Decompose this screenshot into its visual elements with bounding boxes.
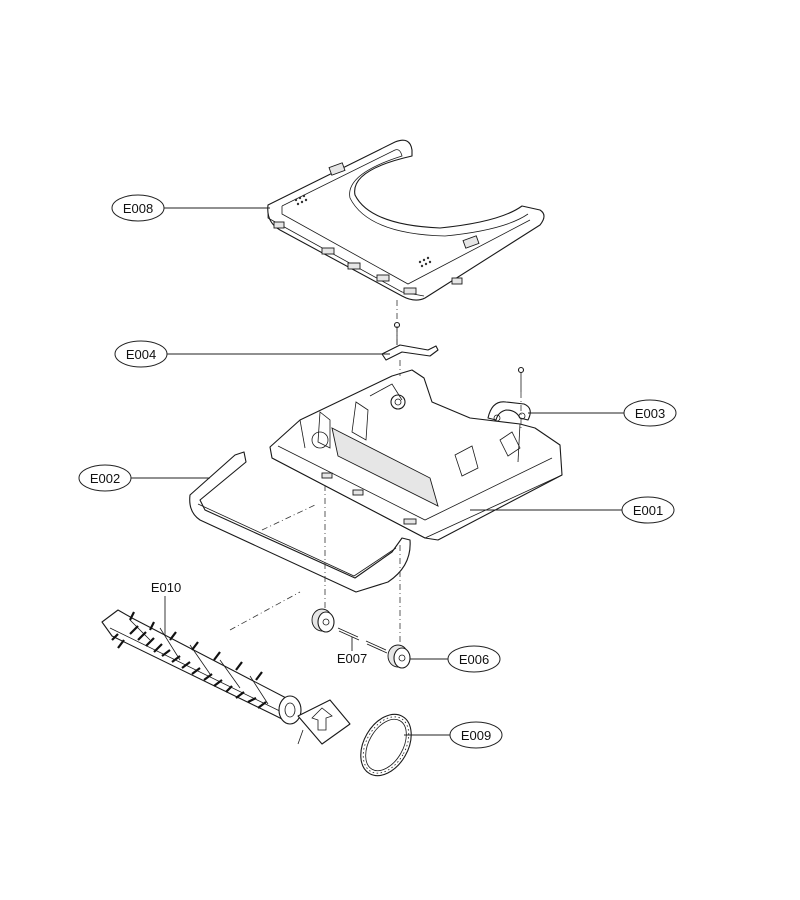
part-e010-brush-roll bbox=[101, 609, 351, 745]
callout-e006: E006 bbox=[410, 645, 501, 673]
callout-e009: E009 bbox=[404, 721, 503, 749]
part-e001-base-housing bbox=[269, 369, 563, 541]
part-e008-top-cover bbox=[267, 139, 545, 301]
part-e009-belt bbox=[360, 713, 412, 777]
callout-label-e008: E008 bbox=[123, 201, 153, 216]
callout-label-e006: E006 bbox=[459, 652, 489, 667]
callout-label-e001: E001 bbox=[633, 503, 663, 518]
callout-label-e009: E009 bbox=[461, 728, 491, 743]
callout-e008: E008 bbox=[111, 194, 270, 222]
callout-e004: E004 bbox=[114, 340, 390, 368]
callout-e010: E010 bbox=[151, 580, 181, 635]
callout-e002: E002 bbox=[78, 464, 210, 492]
part-e004-bracket bbox=[381, 321, 439, 361]
callout-label-e007: E007 bbox=[337, 651, 367, 666]
callout-label-e004: E004 bbox=[126, 347, 156, 362]
callout-e003: E003 bbox=[528, 399, 677, 427]
part-e007-axles bbox=[337, 627, 388, 654]
assembly-guide-lines bbox=[229, 300, 522, 648]
callout-e001: E001 bbox=[470, 496, 675, 524]
part-e003-clip bbox=[487, 366, 531, 422]
callout-label-e003: E003 bbox=[635, 406, 665, 421]
callout-label-e002: E002 bbox=[90, 471, 120, 486]
callout-e007: E007 bbox=[337, 637, 367, 666]
part-e006-wheels bbox=[311, 608, 411, 669]
callout-label-e010: E010 bbox=[151, 580, 181, 595]
part-e002-bumper bbox=[189, 451, 411, 593]
